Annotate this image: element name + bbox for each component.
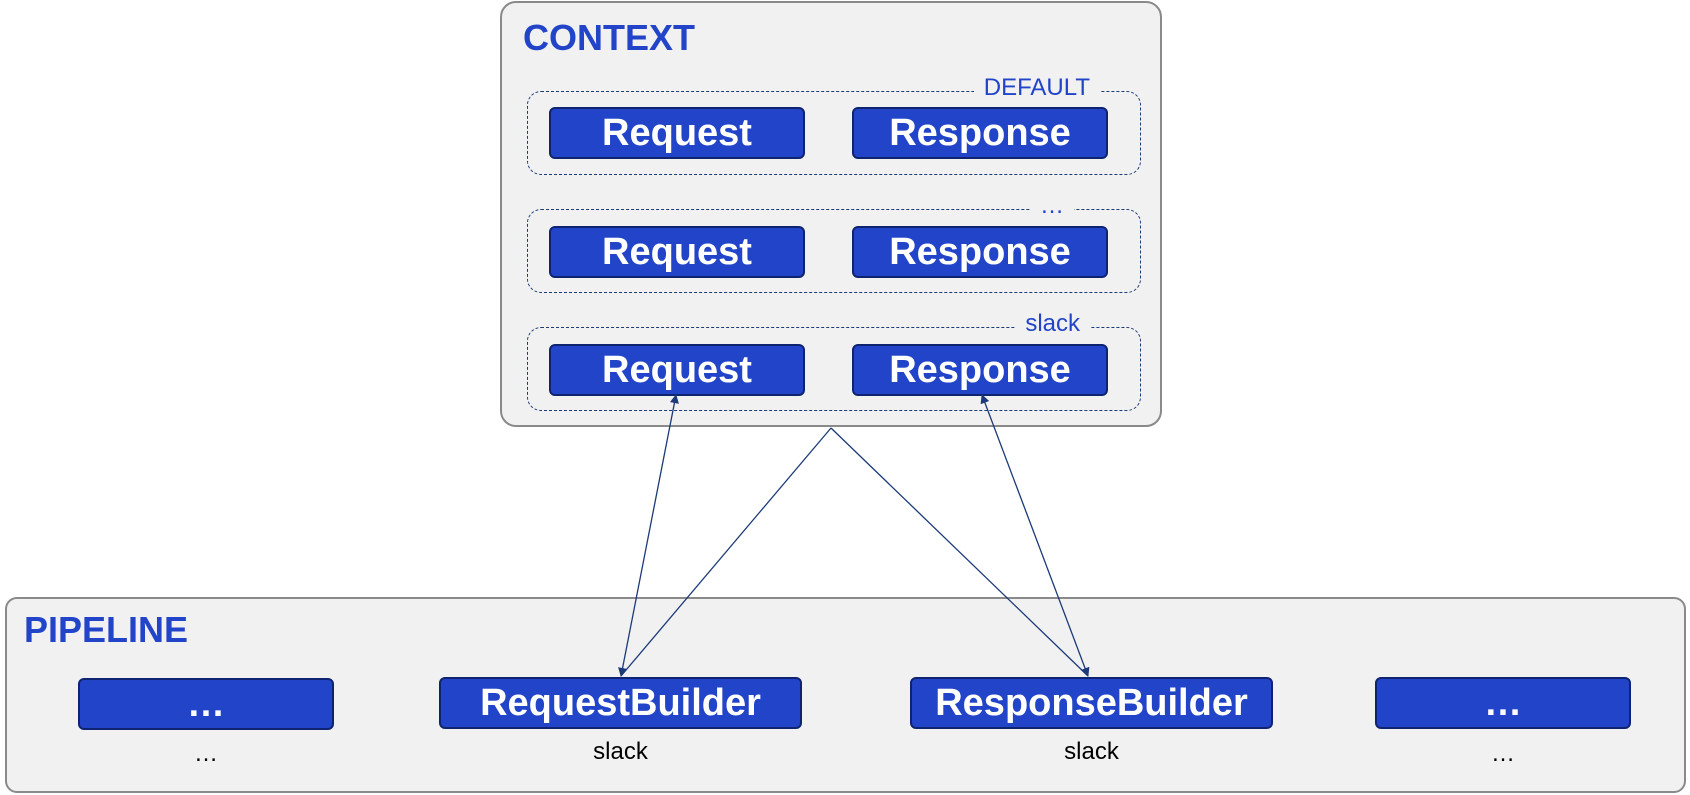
response-box: Response: [852, 226, 1108, 278]
context-title: CONTEXT: [523, 17, 696, 58]
pipeline-panel: PIPELINE … … RequestBuilder slack Respon…: [5, 597, 1686, 793]
context-group-label: slack: [1015, 312, 1090, 336]
pipeline-stage-sublabel: slack: [593, 738, 648, 765]
response-box: Response: [852, 344, 1108, 396]
response-box: Response: [852, 107, 1108, 159]
context-group-label: DEFAULT: [973, 76, 1100, 100]
pipeline-stage-sublabel: …: [194, 740, 218, 767]
response-builder-box: ResponseBuilder: [910, 677, 1273, 729]
pipeline-stage-box: …: [78, 678, 334, 730]
request-builder-box: RequestBuilder: [439, 677, 802, 729]
context-group-slack: slack: [527, 312, 1141, 411]
pipeline-stage-sublabel: …: [1491, 740, 1515, 767]
context-group-label: …: [1030, 194, 1074, 218]
pipeline-stage-box: …: [1375, 677, 1631, 729]
context-panel: CONTEXT DEFAULT … slack Request Response…: [500, 1, 1162, 427]
pipeline-stage-sublabel: slack: [1064, 738, 1119, 765]
context-group-ellipsis: …: [527, 194, 1141, 293]
context-group-default: DEFAULT: [527, 76, 1141, 175]
pipeline-title: PIPELINE: [24, 609, 189, 650]
request-box: Request: [549, 226, 805, 278]
request-box: Request: [549, 107, 805, 159]
request-box: Request: [549, 344, 805, 396]
